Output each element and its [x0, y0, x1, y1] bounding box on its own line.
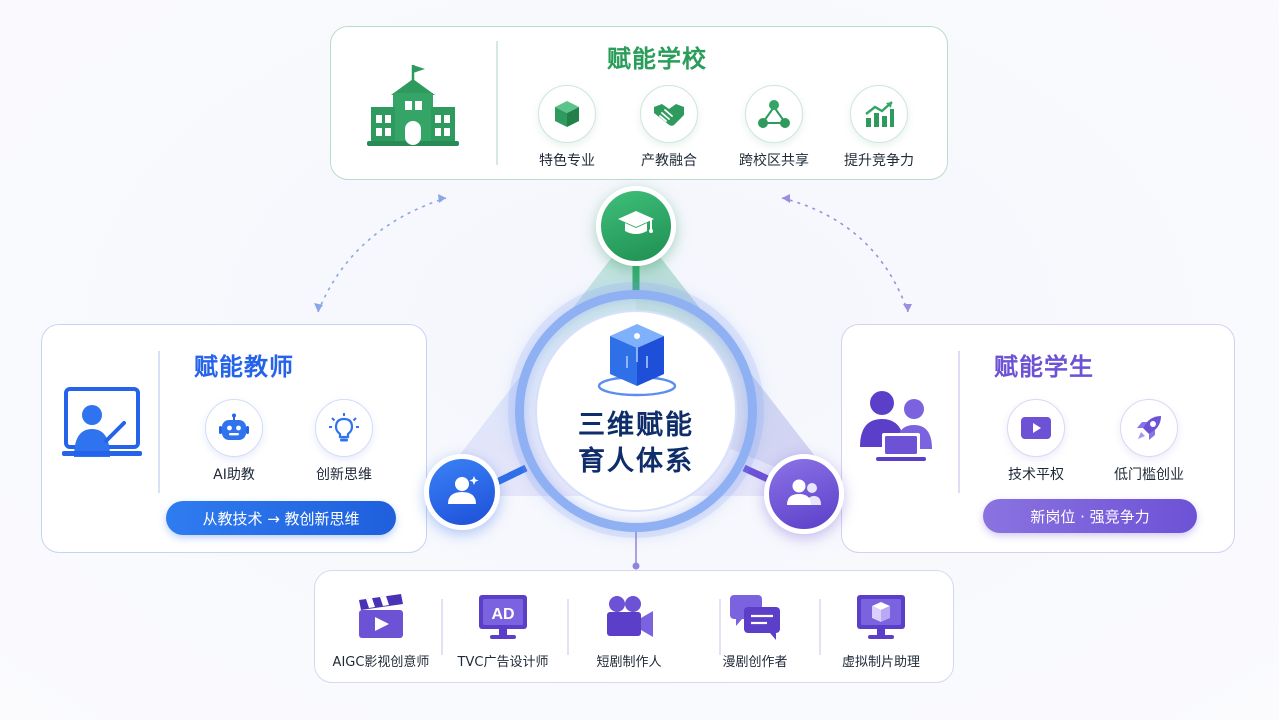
- users-icon: [785, 477, 823, 511]
- school-panel: 赋能学校 特色专业 产教融合: [330, 26, 948, 180]
- job-label: AIGC影视创意师: [332, 655, 430, 670]
- school-feature-competitiveness: 提升竞争力: [835, 85, 923, 170]
- graduation-cap-icon: [617, 209, 655, 243]
- cube-icon: [538, 85, 596, 143]
- student-feature-label: 低门槛创业: [1114, 467, 1184, 483]
- arrow-left-top: [438, 194, 446, 203]
- dotted-arc-left: [317, 197, 447, 313]
- school-feature-share: 跨校区共享: [729, 85, 819, 170]
- growth-chart-icon: [850, 85, 908, 143]
- student-summary-pill: 新岗位 · 强竞争力: [983, 499, 1197, 533]
- hub-title: 三维赋能 育人体系: [535, 408, 737, 480]
- ad-monitor-icon: AD: [443, 591, 563, 643]
- student-feature-label: 技术平权: [1008, 467, 1064, 483]
- link-student: [742, 464, 772, 484]
- school-feature-label: 特色专业: [539, 153, 595, 169]
- arrow-right-top: [782, 194, 790, 203]
- lightbulb-icon: [315, 399, 373, 457]
- arrow-left-bottom: [314, 303, 323, 312]
- school-divider: [496, 41, 498, 165]
- network-icon: [745, 85, 803, 143]
- job-label: 虚拟制片助理: [841, 655, 920, 670]
- student-feature-low-barrier: 低门槛创业: [1104, 399, 1194, 484]
- hub-title-line1: 三维赋能: [578, 410, 694, 441]
- hub-title-line2: 育人体系: [578, 446, 694, 477]
- arrow-right-bottom: [903, 304, 912, 312]
- job-divider: [719, 599, 721, 655]
- student-title: 赋能学生: [994, 353, 1094, 381]
- teacher-title: 赋能教师: [194, 353, 294, 381]
- student-divider: [958, 351, 960, 493]
- robot-icon: [205, 399, 263, 457]
- job-divider: [567, 599, 569, 655]
- job-label: 短剧制作人: [596, 655, 662, 670]
- teacher-node: [424, 454, 500, 530]
- school-feature-industry: 产教融合: [633, 85, 705, 170]
- students-laptop-icon: [856, 387, 938, 469]
- link-teacher: [495, 464, 528, 486]
- teacher-feature-ai-assistant: AI助教: [198, 399, 270, 484]
- job-item: AD TVC广告设计师: [443, 591, 563, 670]
- student-feature-tech-equality: 技术平权: [996, 399, 1076, 484]
- school-building-icon: [365, 61, 461, 151]
- school-title: 赋能学校: [607, 45, 707, 73]
- job-divider: [441, 599, 443, 655]
- link-jobs-dot: [632, 562, 640, 570]
- chat-bubbles-icon: [695, 591, 815, 643]
- teacher-panel: 赋能教师 AI助教: [41, 324, 427, 553]
- job-divider: [819, 599, 821, 655]
- teacher-summary-pill: 从教技术 → 教创新思维: [166, 501, 396, 535]
- teacher-feature-label: 创新思维: [316, 467, 372, 483]
- school-feature-label: 提升竞争力: [844, 153, 914, 169]
- cube-icon: [592, 320, 682, 402]
- teacher-feature-label: AI助教: [213, 467, 255, 483]
- school-feature-specialty: 特色专业: [531, 85, 603, 170]
- ad-badge: AD: [491, 606, 514, 623]
- job-label: TVC广告设计师: [457, 655, 549, 670]
- student-panel: 赋能学生 技术平权 低门槛创业 新岗位 · 强竞争力: [841, 324, 1235, 553]
- clapperboard-icon: [321, 591, 441, 643]
- school-feature-label: 产教融合: [641, 153, 697, 169]
- job-item: 漫剧创作者: [695, 591, 815, 670]
- job-item: AIGC影视创意师: [321, 591, 441, 670]
- play-video-icon: [1007, 399, 1065, 457]
- handshake-icon: [640, 85, 698, 143]
- user-sparkle-icon: [444, 474, 480, 510]
- student-node: [764, 454, 844, 534]
- hub-ring: [515, 290, 757, 532]
- rocket-icon: [1120, 399, 1178, 457]
- jobs-panel: AIGC影视创意师 AD TVC广告设计师 短剧制作人: [314, 570, 954, 683]
- dotted-arc-right: [781, 197, 909, 313]
- video-camera-icon: [569, 591, 689, 643]
- job-item: 短剧制作人: [569, 591, 689, 670]
- job-label: 漫剧创作者: [722, 655, 788, 670]
- school-node: [596, 186, 676, 266]
- school-feature-label: 跨校区共享: [739, 153, 809, 169]
- teacher-feature-innovation: 创新思维: [304, 399, 384, 484]
- job-item: 虚拟制片助理: [821, 591, 941, 670]
- monitor-cube-icon: [821, 591, 941, 643]
- teacher-board-icon: [62, 385, 144, 465]
- teacher-divider: [158, 351, 160, 493]
